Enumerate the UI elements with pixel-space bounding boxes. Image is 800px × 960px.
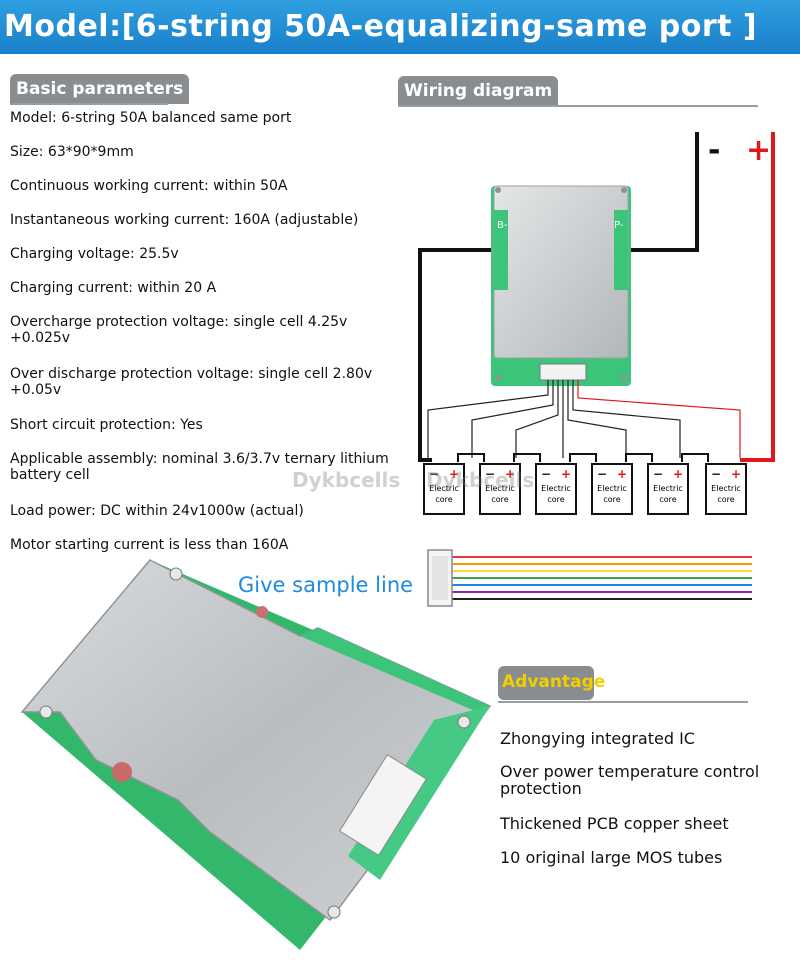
svg-text:Electric: Electric bbox=[597, 484, 627, 493]
svg-text:core: core bbox=[435, 495, 452, 504]
battery-cell-4: − + Electric core bbox=[591, 463, 633, 515]
svg-text:+: + bbox=[505, 467, 515, 481]
bms-board-top-view: B- P- bbox=[491, 185, 631, 386]
advantage-item-mos: 10 original large MOS tubes bbox=[500, 848, 723, 867]
advantage-item-pcb: Thickened PCB copper sheet bbox=[500, 814, 729, 833]
svg-text:−: − bbox=[541, 467, 551, 481]
svg-text:−: − bbox=[485, 467, 495, 481]
param-motor-starting-current: Motor starting current is less than 160A bbox=[10, 537, 289, 553]
basic-parameters-heading: Basic parameters bbox=[10, 74, 190, 104]
svg-text:−: − bbox=[429, 467, 439, 481]
watermark-left: Dykbcells bbox=[292, 468, 401, 492]
advantage-item-temperature-cont: protection bbox=[500, 779, 582, 798]
param-instantaneous-current: Instantaneous working current: 160A (adj… bbox=[10, 212, 359, 228]
board-b-label: B- bbox=[497, 220, 508, 231]
battery-cell-1: − + Electric core bbox=[423, 463, 465, 515]
svg-text:core: core bbox=[717, 495, 734, 504]
param-overcharge-voltage-tolerance: +0.025v bbox=[10, 330, 71, 346]
basic-parameters-divider bbox=[10, 103, 168, 105]
param-overdischarge-voltage-tolerance: +0.05v bbox=[10, 382, 62, 398]
output-minus-sign: - bbox=[708, 133, 720, 168]
svg-text:core: core bbox=[547, 495, 564, 504]
advantage-item-ic: Zhongying integrated IC bbox=[500, 729, 695, 748]
svg-text:Electric: Electric bbox=[429, 484, 459, 493]
battery-cell-2: − + Electric core bbox=[479, 463, 521, 515]
svg-text:core: core bbox=[491, 495, 508, 504]
svg-text:+: + bbox=[561, 467, 571, 481]
advantage-heading: Advantage bbox=[502, 672, 606, 692]
param-applicable-assembly-cont: battery cell bbox=[10, 467, 90, 483]
page-title: Model:[6-string 50A-equalizing-same port… bbox=[0, 0, 800, 54]
negative-output-wire bbox=[604, 132, 699, 252]
param-charging-current: Charging current: within 20 A bbox=[10, 280, 217, 296]
sample-line-label: Give sample line bbox=[238, 573, 414, 597]
wiring-diagram-heading: Wiring diagram bbox=[398, 76, 559, 106]
bms-board-photo bbox=[20, 559, 492, 950]
param-overcharge-voltage: Overcharge protection voltage: single ce… bbox=[10, 314, 348, 330]
output-plus-sign: + bbox=[746, 133, 771, 168]
positive-output-wire bbox=[740, 132, 775, 462]
param-load-power: Load power: DC within 24v1000w (actual) bbox=[10, 503, 304, 519]
svg-text:−: − bbox=[597, 467, 607, 481]
board-p-label: P- bbox=[614, 220, 624, 231]
param-overdischarge-voltage: Over discharge protection voltage: singl… bbox=[10, 366, 373, 382]
series-connectors bbox=[457, 453, 709, 462]
battery-negative-wire bbox=[418, 248, 506, 462]
svg-text:Electric: Electric bbox=[485, 484, 515, 493]
svg-text:+: + bbox=[673, 467, 683, 481]
param-size: Size: 63*90*9mm bbox=[10, 144, 134, 160]
svg-text:core: core bbox=[603, 495, 620, 504]
param-short-circuit: Short circuit protection: Yes bbox=[10, 417, 203, 433]
sample-line-cable bbox=[427, 549, 752, 607]
advantage-heading-bg bbox=[498, 666, 594, 700]
watermark-right: Dykbcells bbox=[426, 468, 535, 492]
svg-text:Electric: Electric bbox=[541, 484, 571, 493]
battery-cells: − + Electric core − + Electric core − + … bbox=[423, 463, 747, 515]
battery-cell-5: − + Electric core bbox=[647, 463, 689, 515]
battery-cell-3: − + Electric core bbox=[535, 463, 577, 515]
svg-text:Electric: Electric bbox=[711, 484, 741, 493]
param-applicable-assembly: Applicable assembly: nominal 3.6/3.7v te… bbox=[10, 451, 389, 467]
balance-wires bbox=[427, 380, 741, 458]
svg-text:core: core bbox=[659, 495, 676, 504]
battery-cell-6: − + Electric core bbox=[705, 463, 747, 515]
wiring-diagram-divider bbox=[398, 105, 758, 107]
svg-text:Electric: Electric bbox=[653, 484, 683, 493]
svg-text:−: − bbox=[711, 467, 721, 481]
advantage-item-temperature: Over power temperature control bbox=[500, 762, 760, 781]
svg-text:−: − bbox=[653, 467, 663, 481]
param-charging-voltage: Charging voltage: 25.5v bbox=[10, 246, 179, 262]
param-continuous-current: Continuous working current: within 50A bbox=[10, 178, 288, 194]
svg-text:+: + bbox=[731, 467, 741, 481]
svg-text:+: + bbox=[449, 467, 459, 481]
svg-text:+: + bbox=[617, 467, 627, 481]
param-model: Model: 6-string 50A balanced same port bbox=[10, 110, 292, 126]
